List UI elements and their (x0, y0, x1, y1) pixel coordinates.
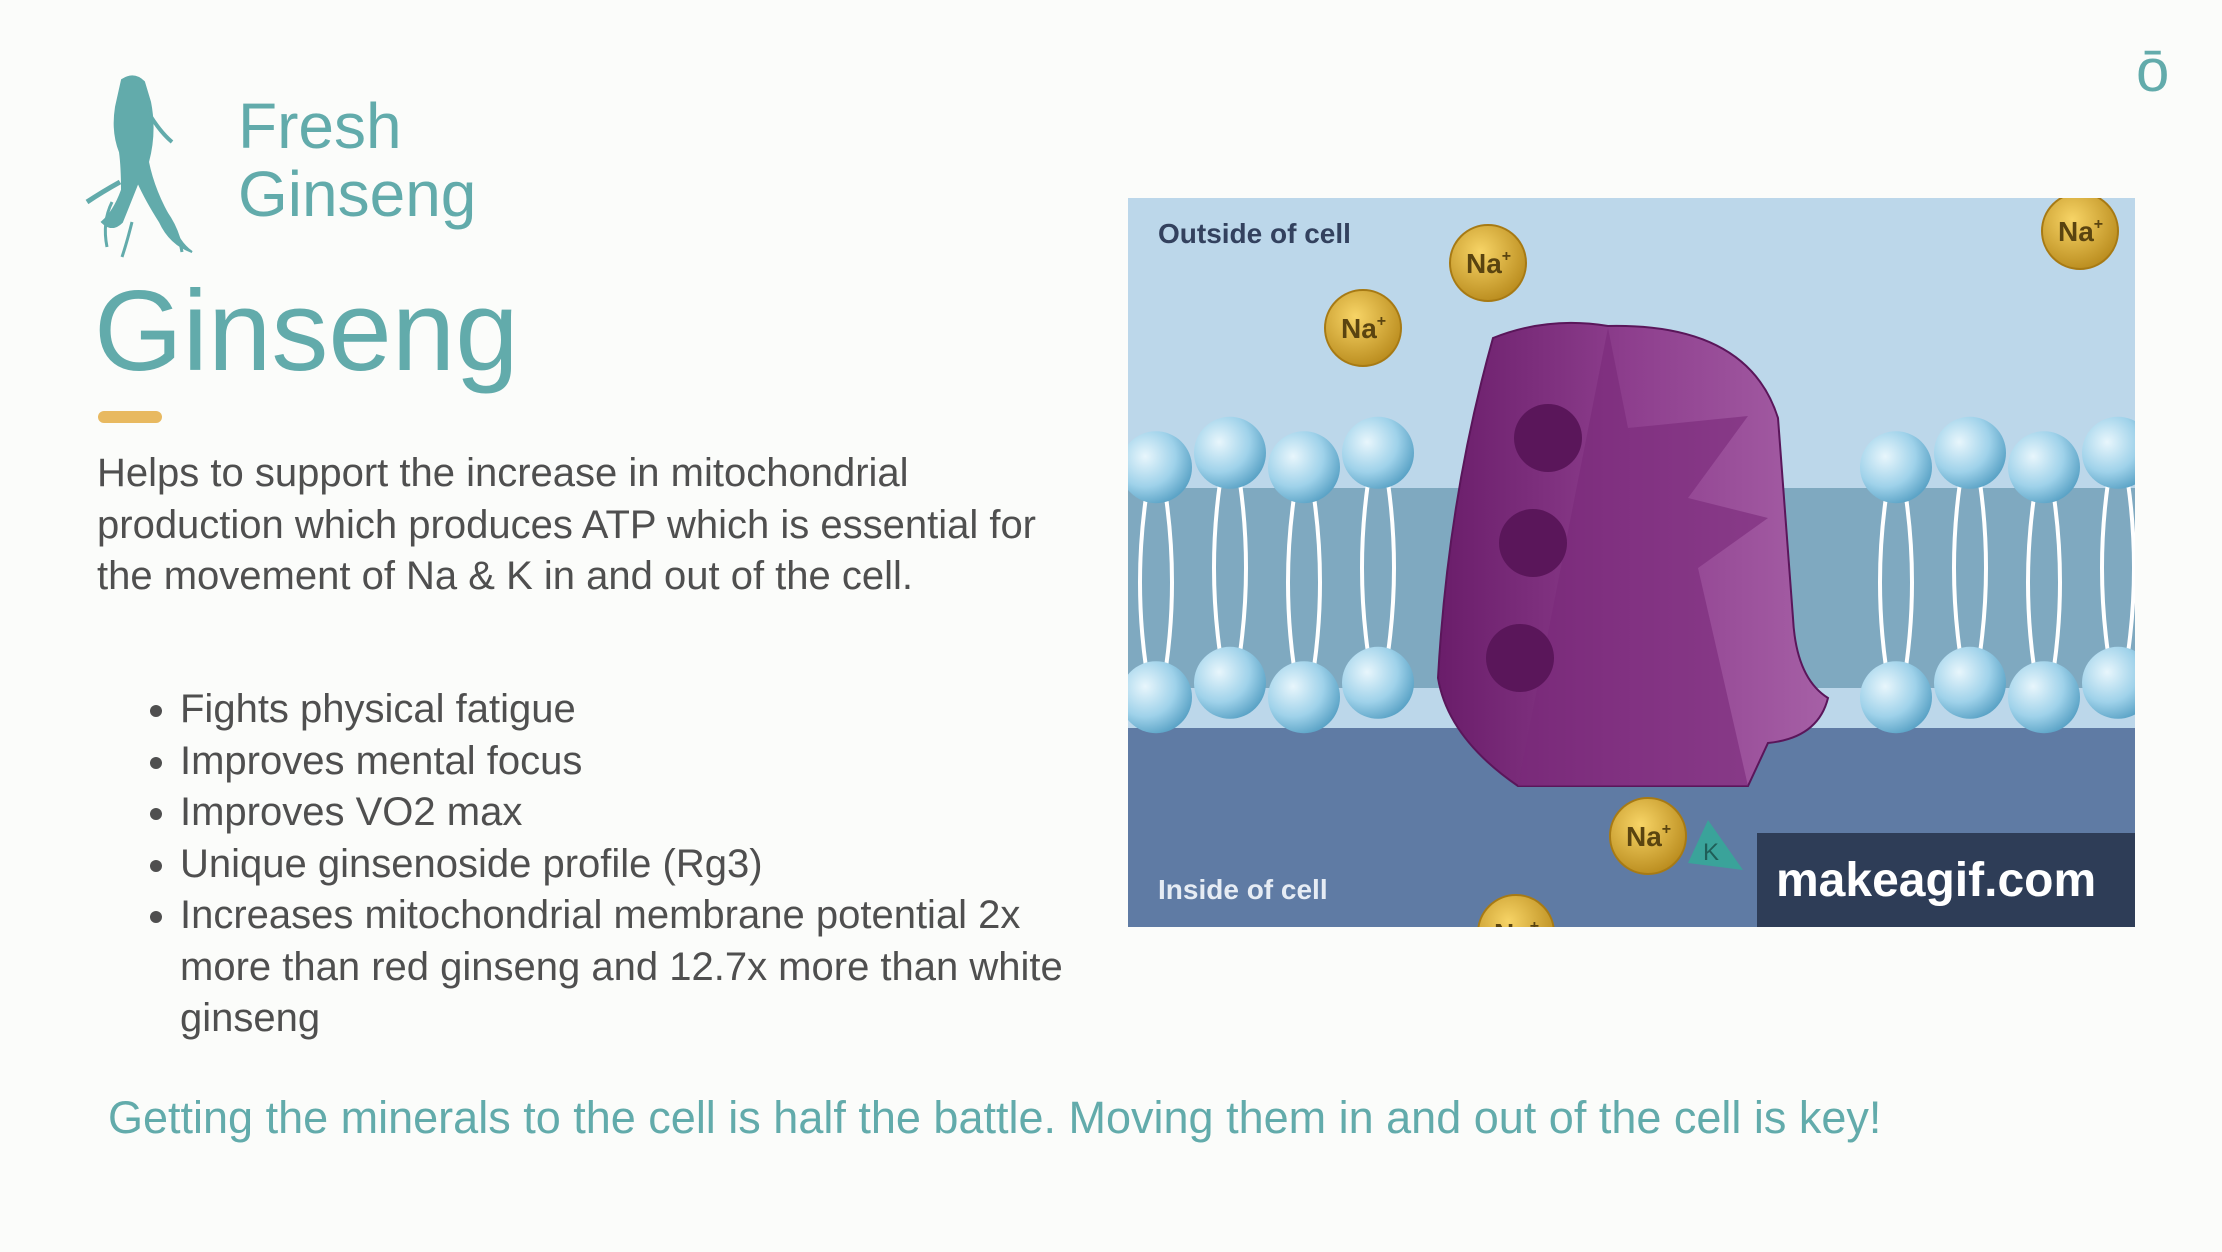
lipid-head (1194, 416, 1266, 489)
lipid-head (1860, 431, 1932, 504)
outside-of-cell-label: Outside of cell (1158, 218, 1351, 249)
inside-of-cell-label: Inside of cell (1158, 874, 1328, 905)
lipid-head (1268, 661, 1340, 734)
lipid-tail (1878, 496, 1914, 668)
list-item: Improves mental focus (180, 736, 1080, 788)
lipid-head (1342, 416, 1414, 489)
lipid-tail (1286, 496, 1322, 668)
sodium-ion: Na+ (1449, 224, 1527, 302)
lipid-tail (2026, 496, 2062, 668)
watermark-box (1757, 833, 2135, 927)
list-item: Unique ginsenoside profile (Rg3) (180, 839, 1080, 891)
list-item: Improves VO2 max (180, 787, 1080, 839)
brand-line-1: Fresh (238, 90, 402, 162)
sodium-potassium-pump-diagram: Na+ Na+ Na+ Na+ Na+ K Outside of cell Inside… (1128, 198, 2135, 927)
list-item: Increases mitochondrial membrane potenti… (180, 890, 1080, 1045)
lipid-head (2008, 661, 2080, 734)
corner-logo: ō (2136, 37, 2170, 104)
watermark: makeagif.com (1776, 854, 2096, 907)
lipid-head (2082, 646, 2135, 719)
brand-line-2: Ginseng (238, 158, 477, 230)
lipid-head (2008, 431, 2080, 504)
tagline: Getting the minerals to the cell is half… (108, 1092, 1882, 1143)
lipid-head (1934, 416, 2006, 489)
lipid-tail (1212, 482, 1248, 654)
title-underline-accent (98, 411, 162, 423)
lipid-head (1342, 646, 1414, 719)
lipid-tail (1952, 482, 1988, 654)
lipid-bilayer (1128, 416, 2135, 734)
lipid-head (2082, 416, 2135, 489)
lipid-tail (1138, 496, 1174, 668)
lipid-tail (2100, 482, 2135, 654)
ginseng-root-icon (85, 75, 193, 258)
sodium-ion: Na+ (1609, 797, 1687, 875)
lipid-head (1268, 431, 1340, 504)
lipid-tail (1360, 482, 1396, 654)
page-title: Ginseng (94, 268, 519, 395)
svg-text:Na+: Na+ (1494, 918, 1539, 927)
lipid-head (1860, 661, 1932, 734)
list-item: Fights physical fatigue (180, 684, 1080, 736)
potassium-ion (1688, 820, 1743, 870)
lipid-head (1128, 661, 1192, 734)
lipid-head (1128, 431, 1192, 504)
potassium-label: K (1703, 839, 1719, 866)
sodium-ion: Na+ (2041, 198, 2119, 270)
lipid-head (1934, 646, 2006, 719)
benefits-list: Fights physical fatigue Improves mental … (140, 684, 1080, 1045)
sodium-ion: Na+ (1324, 289, 1402, 367)
sodium-ion: Na+ (1477, 894, 1555, 927)
lipid-head (1194, 646, 1266, 719)
intro-paragraph: Helps to support the increase in mitocho… (97, 451, 1037, 598)
brand-name: Fresh Ginseng (238, 92, 476, 228)
